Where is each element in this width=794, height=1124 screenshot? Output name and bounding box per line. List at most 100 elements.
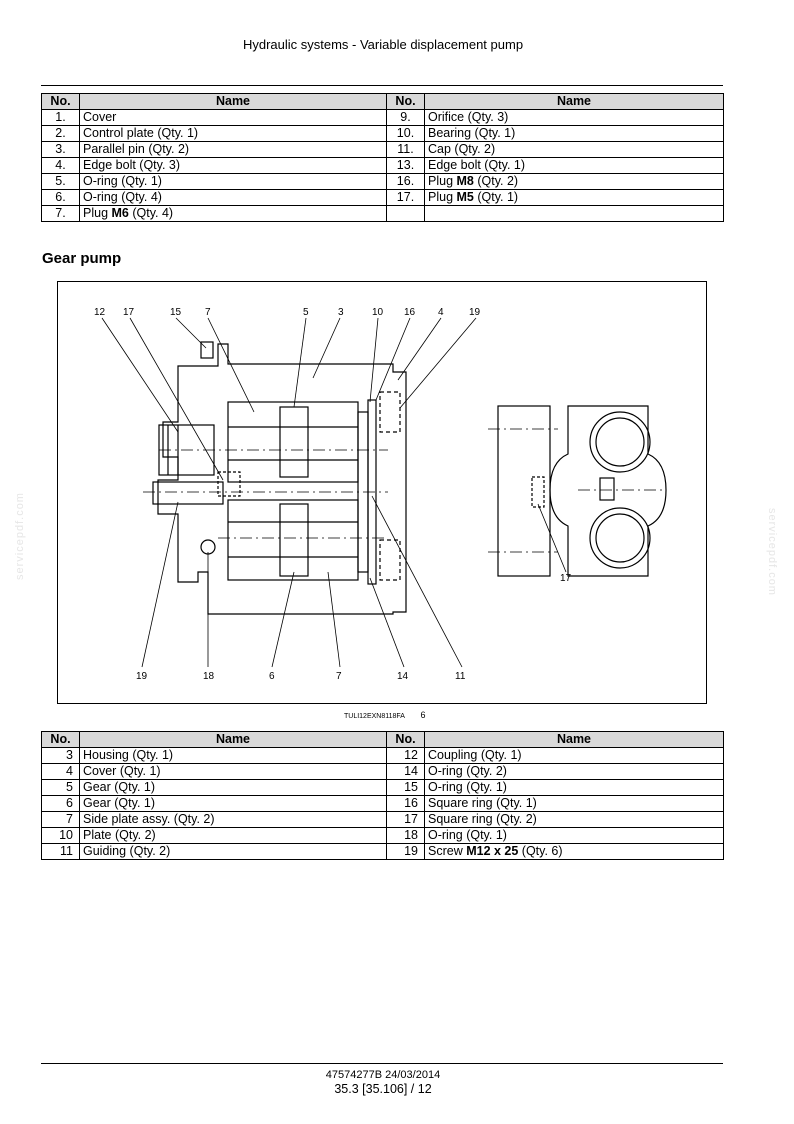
footer-page-number: 35.3 [35.106] / 12 bbox=[334, 1082, 432, 1096]
footer-doc-ref: 47574277B 24/03/2014 bbox=[325, 1069, 441, 1081]
part-name-cell: Edge bolt (Qty. 3) bbox=[79, 157, 387, 174]
table-row: 3.Parallel pin (Qty. 2)11.Cap (Qty. 2) bbox=[41, 141, 724, 158]
part-name-cell: O-ring (Qty. 2) bbox=[424, 763, 724, 780]
table-row: 6.O-ring (Qty. 4)17.Plug M5 (Qty. 1) bbox=[41, 189, 724, 206]
part-name-pre: O-ring (Qty. 2) bbox=[428, 764, 507, 779]
footer-rule bbox=[41, 1063, 723, 1064]
watermark-right: servicepdf.com bbox=[766, 508, 778, 596]
part-name-pre: Square ring (Qty. 2) bbox=[428, 812, 537, 827]
part-name-cell: Bearing (Qty. 1) bbox=[424, 125, 724, 142]
part-name-pre: Housing (Qty. 1) bbox=[83, 748, 174, 763]
part-name-cell: Coupling (Qty. 1) bbox=[424, 747, 724, 764]
o-ring-18 bbox=[200, 539, 216, 555]
part-number-cell: 3 bbox=[41, 747, 80, 764]
part-name-cell: Edge bolt (Qty. 1) bbox=[424, 157, 724, 174]
gear-pump-diagram: 12 17 15 7 5 3 10 16 4 19 17 19 18 6 7 1… bbox=[57, 281, 707, 704]
part-name-cell: Plug M8 (Qty. 2) bbox=[424, 173, 724, 190]
part-name-cell: Housing (Qty. 1) bbox=[79, 747, 387, 764]
part-name-pre: Bearing (Qty. 1) bbox=[428, 126, 516, 141]
callout-6: 6 bbox=[269, 671, 275, 682]
callout-3: 3 bbox=[338, 307, 344, 318]
part-number-cell: 15 bbox=[386, 779, 425, 796]
part-name-pre: Cap (Qty. 2) bbox=[428, 142, 496, 157]
part-name-pre: O-ring (Qty. 1) bbox=[428, 828, 507, 843]
part-name-pre: Orifice (Qty. 3) bbox=[428, 110, 509, 125]
col-header-name: Name bbox=[79, 93, 387, 110]
part-name-cell: O-ring (Qty. 1) bbox=[424, 779, 724, 796]
part-number-cell: 10. bbox=[386, 125, 425, 142]
part-name-pre: Coupling (Qty. 1) bbox=[428, 748, 522, 763]
part-name-pre: Control plate (Qty. 1) bbox=[83, 126, 199, 141]
part-name-pre: Parallel pin (Qty. 2) bbox=[83, 142, 190, 157]
part-name-cell: Cap (Qty. 2) bbox=[424, 141, 724, 158]
housing-outline bbox=[157, 343, 407, 615]
square-ring-17 bbox=[217, 471, 241, 497]
part-name-cell: Cover bbox=[79, 109, 387, 126]
gear-5 bbox=[279, 406, 309, 478]
part-name-cell bbox=[424, 205, 724, 222]
part-name-cell: Gear (Qty. 1) bbox=[79, 779, 387, 796]
figure-caption: TULI12EXN8118FA 6 bbox=[344, 710, 426, 720]
part-number-cell: 7 bbox=[41, 811, 80, 828]
callout-11: 11 bbox=[455, 671, 466, 682]
part-number-cell: 2. bbox=[41, 125, 80, 142]
part-name-pre: Plug bbox=[428, 174, 457, 189]
callout-16: 16 bbox=[404, 307, 416, 318]
callout-18: 18 bbox=[203, 671, 215, 682]
part-name-pre: Plug bbox=[428, 190, 457, 205]
part-name-pre: Cover (Qty. 1) bbox=[83, 764, 161, 779]
part-number-cell: 19 bbox=[386, 843, 425, 860]
figure-number: 6 bbox=[420, 710, 426, 720]
callout-7: 7 bbox=[205, 307, 211, 318]
part-name-cell: Parallel pin (Qty. 2) bbox=[79, 141, 387, 158]
part-name-bold: M5 bbox=[456, 190, 474, 205]
part-name-pre: Plug bbox=[83, 206, 112, 221]
part-name-cell: Screw M12 x 25 (Qty. 6) bbox=[424, 843, 724, 860]
part-number-cell: 9. bbox=[386, 109, 425, 126]
table-row: 7.Plug M6 (Qty. 4) bbox=[41, 205, 724, 222]
part-name-bold: M8 bbox=[456, 174, 474, 189]
part-name-pre: Gear (Qty. 1) bbox=[83, 780, 156, 795]
part-name-pre: O-ring (Qty. 4) bbox=[83, 190, 162, 205]
col-header-no: No. bbox=[386, 93, 425, 110]
part-number-cell: 13. bbox=[386, 157, 425, 174]
col-header-no: No. bbox=[41, 731, 80, 748]
part-number-cell: 4. bbox=[41, 157, 80, 174]
part-number-cell: 18 bbox=[386, 827, 425, 844]
part-number-cell bbox=[386, 205, 425, 222]
gear-pump-drawing: 12 17 15 7 5 3 10 16 4 19 17 19 18 6 7 1… bbox=[94, 307, 667, 682]
part-number-cell: 16. bbox=[386, 173, 425, 190]
figure-code: TULI12EXN8118FA bbox=[344, 713, 405, 720]
col-header-name: Name bbox=[424, 731, 724, 748]
part-name-cell: Gear (Qty. 1) bbox=[79, 795, 387, 812]
part-name-cell: Side plate assy. (Qty. 2) bbox=[79, 811, 387, 828]
part-name-post: (Qty. 4) bbox=[128, 206, 174, 221]
screw-19-lower bbox=[379, 539, 401, 581]
page-header-title: Hydraulic systems - Variable displacemen… bbox=[242, 37, 524, 52]
part-number-cell: 5. bbox=[41, 173, 80, 190]
callout-17-side: 17 bbox=[560, 573, 572, 584]
header-rule bbox=[41, 85, 723, 86]
part-name-pre: Plate (Qty. 2) bbox=[83, 828, 156, 843]
shaft-shape bbox=[152, 481, 224, 505]
part-name-pre: Edge bolt (Qty. 1) bbox=[428, 158, 526, 173]
part-name-cell: Guiding (Qty. 2) bbox=[79, 843, 387, 860]
table-header-row: No. Name No. Name bbox=[41, 93, 724, 110]
part-number-cell: 16 bbox=[386, 795, 425, 812]
table-row: 4.Edge bolt (Qty. 3)13.Edge bolt (Qty. 1… bbox=[41, 157, 724, 174]
callout-10: 10 bbox=[372, 307, 384, 318]
part-name-cell: Plate (Qty. 2) bbox=[79, 827, 387, 844]
part-number-cell: 6 bbox=[41, 795, 80, 812]
section-heading-gear-pump: Gear pump bbox=[42, 250, 122, 267]
part-name-post: (Qty. 6) bbox=[518, 844, 563, 859]
callout-17: 17 bbox=[123, 307, 135, 318]
part-name-cell: Cover (Qty. 1) bbox=[79, 763, 387, 780]
table-row: 2.Control plate (Qty. 1) 10.Bearing (Qty.… bbox=[41, 125, 724, 142]
